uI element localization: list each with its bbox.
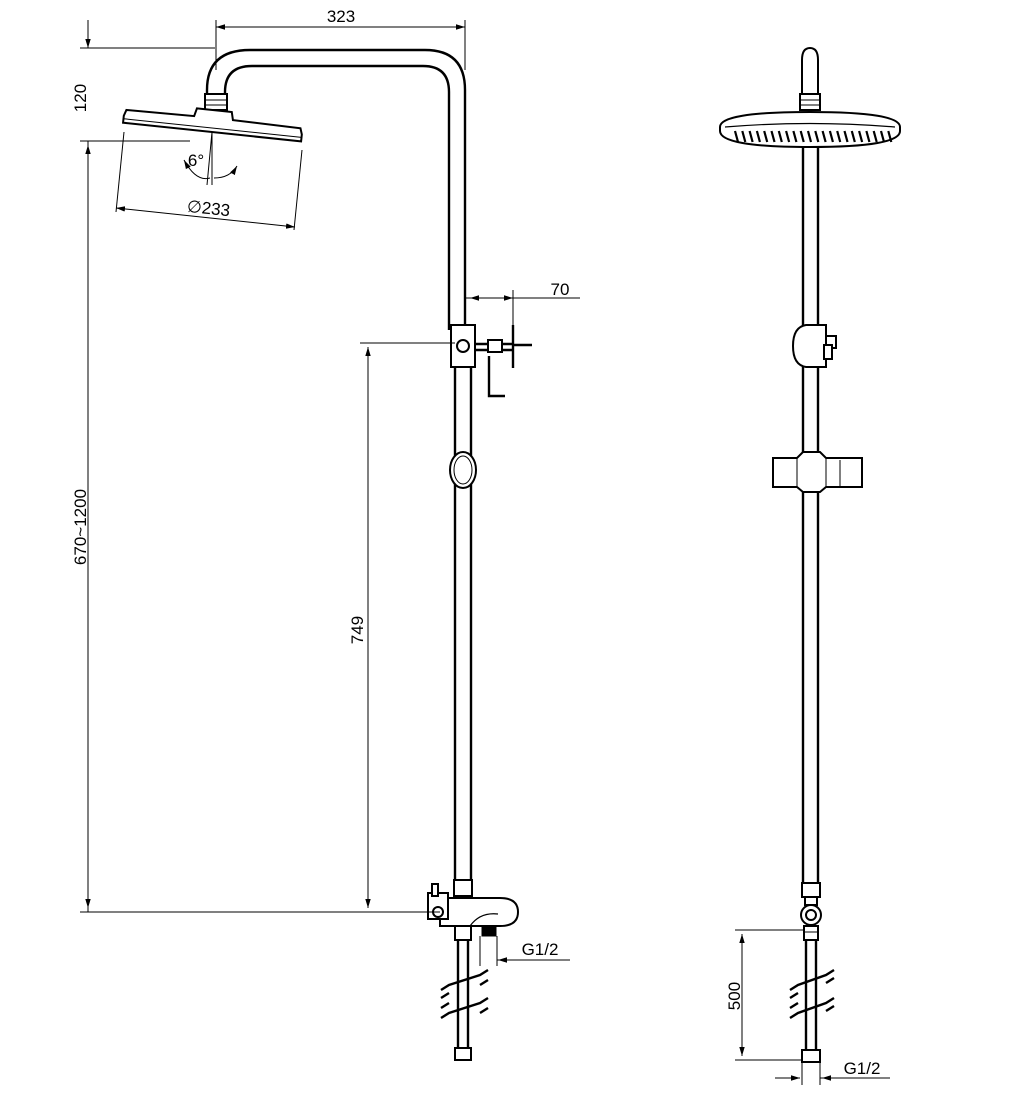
diverter-front [791,324,837,368]
nozzle-mark [865,130,871,143]
dim-text-233: ∅233 [186,197,231,220]
rain-shower-head-front [719,110,901,149]
nozzle-mark [733,130,740,143]
diverter-side [450,324,532,398]
nozzle-mark [806,130,813,143]
nozzle-mark [777,130,783,143]
nozzle-row [733,130,893,143]
nozzle-mark [821,130,827,143]
nozzle-mark [872,130,878,143]
dimension-mixer-offset: 70 [465,280,580,325]
nozzle-mark [785,130,791,143]
nozzle-mark [741,130,747,143]
dim-text-120: 120 [71,84,90,112]
nozzle-mark [763,130,769,143]
dimension-inlet-thread-front: G1/2 [775,1059,890,1085]
inlet-pipe-front [789,940,835,1063]
dim-text-g12-side: G1/2 [522,940,559,959]
mixer-valve-front [800,882,822,941]
nozzle-mark [748,130,754,143]
shower-arm [205,48,467,330]
dimension-head-diameter: ∅233 [115,131,303,231]
dim-text-670-1200: 670~1200 [71,489,90,565]
inlet-pipe-side [440,940,489,1061]
nozzle-mark [799,130,805,143]
mixer-valve-side [427,879,520,941]
riser-pipe-front [801,147,820,885]
nozzle-mark [858,130,864,143]
dimension-hose-length: 500 [725,929,804,1061]
nozzle-mark [850,130,856,143]
nozzle-mark [828,130,834,143]
slider-ring-side [449,451,477,489]
slider-holder-front [772,451,863,493]
dim-text-g12-front: G1/2 [844,1059,881,1078]
side-view: 323 120 670~1200 6° ∅ [71,7,580,1061]
dimension-inlet-thread-side: G1/2 [479,936,570,966]
nozzle-mark [770,130,776,143]
dim-text-angle: 6° [188,151,204,170]
nozzle-mark [879,130,886,143]
dim-text-749: 749 [348,616,367,644]
dim-text-500: 500 [725,982,744,1010]
nozzle-mark [755,130,761,143]
dimension-arm-length: 323 [215,7,466,70]
riser-pipe [453,330,473,880]
dimension-mixer-to-outlet: 749 [348,342,455,908]
dimension-adjustable-height: 670~1200 [71,145,440,913]
arm-stub-front [799,46,821,111]
front-view: 500 G1/2 [719,46,901,1085]
nozzle-mark [814,130,820,143]
nozzle-mark [887,130,893,143]
nozzle-mark [792,130,798,143]
nozzle-mark [836,130,842,143]
dim-text-323: 323 [327,7,355,26]
dimension-tilt-angle: 6° [183,131,238,186]
head-nut [204,93,228,111]
dim-text-70: 70 [551,280,570,299]
nozzle-mark [843,130,849,143]
